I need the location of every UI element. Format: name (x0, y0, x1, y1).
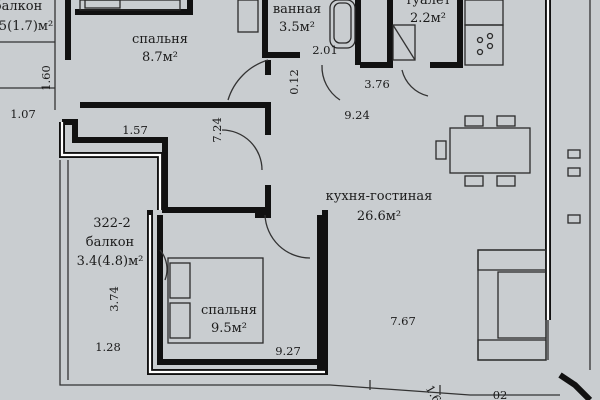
dim-toilet-width: 3.76 (364, 77, 390, 91)
dim-wall-012: 0.12 (287, 69, 301, 95)
window-marks (369, 380, 441, 395)
doors (159, 59, 429, 281)
balcony-top-area: 5(1.7)м² (0, 19, 53, 34)
stove (464, 0, 504, 66)
bathtub (329, 0, 356, 49)
bathroom-area: 3.5м² (279, 20, 315, 35)
bedroom-bottom-name: спальня (201, 303, 257, 318)
dining-table (435, 115, 531, 187)
toilet-area: 2.2м² (410, 11, 446, 26)
balcony-top-name: балкон (0, 0, 42, 14)
dim-corridor-length: 7.24 (210, 117, 224, 143)
dim-balcony-top-width: 1.07 (10, 107, 36, 121)
walls (59, 0, 593, 400)
bedroom-top-name: спальня (132, 32, 188, 47)
washbasin (237, 0, 259, 33)
bedroom-bottom-area: 9.5м² (211, 321, 247, 336)
balcony-left-area: 3.4(4.8)м² (77, 254, 144, 269)
bedroom-top-area: 8.7м² (142, 50, 178, 65)
kitchen-living-name: кухня-гостиная (326, 189, 433, 204)
kitchen-living-area: 26.6м² (357, 209, 401, 224)
dim-living-bottom: 7.67 (390, 314, 416, 328)
balcony-left-code: 322-2 (93, 216, 130, 231)
toilet-name: туалет (405, 0, 451, 8)
dim-bath-width: 2.01 (312, 43, 338, 57)
dim-bedroom-bottom-width: 9.27 (275, 344, 301, 358)
dim-balcony-left-height: 3.74 (107, 286, 121, 312)
dim-living-depth: 9.24 (344, 108, 370, 122)
dim-edge-bottom-right: 02 (493, 388, 508, 400)
dim-corridor-width: 1.57 (122, 123, 148, 137)
bed-bottom (167, 257, 264, 344)
dim-balcony-left-width: 1.28 (95, 340, 121, 354)
wall-highlights (60, 0, 550, 374)
toilet-fixture (392, 24, 416, 61)
bed-top (79, 0, 181, 11)
bathroom-name: ванная (273, 2, 321, 17)
wall-sockets (567, 149, 581, 224)
balcony-left-name: балкон (86, 235, 134, 250)
sofa (477, 249, 547, 361)
dim-balcony-top-height: 1.60 (39, 65, 53, 91)
